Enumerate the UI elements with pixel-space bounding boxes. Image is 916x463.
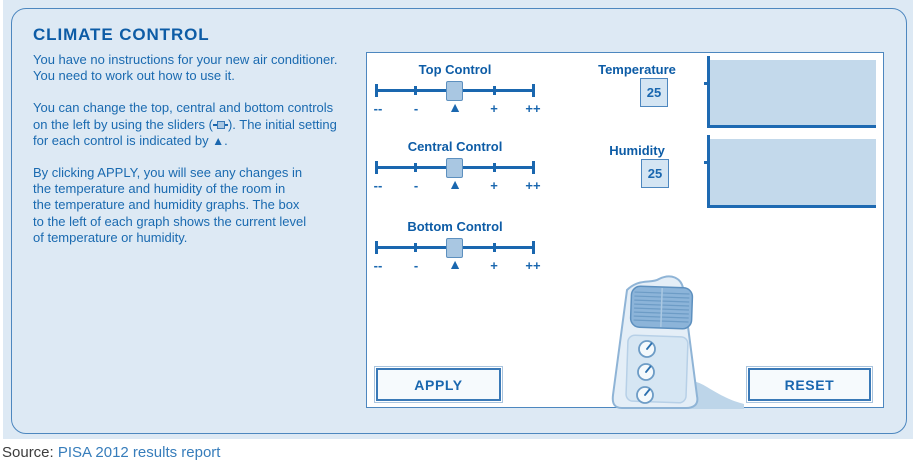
scale-label: -- (373, 258, 383, 273)
slider-scale-top: -- - ▲ + ++ (373, 99, 541, 116)
scale-label: ++ (525, 178, 541, 193)
source-line: Source: PISA 2012 results report (2, 444, 220, 461)
graph-axis-tick (704, 82, 710, 85)
scale-label: + (490, 101, 498, 116)
initial-setting-marker: ▲ (448, 176, 462, 192)
slider-label-top: Top Control (418, 62, 492, 77)
slider-tick (414, 162, 417, 172)
scale-label: + (490, 178, 498, 193)
slider-label-central: Central Control (407, 139, 503, 154)
scale-label: -- (373, 101, 383, 116)
slider-scale-central: -- - ▲ + ++ (373, 176, 541, 193)
slider-handle-bottom[interactable] (446, 237, 463, 258)
temperature-label: Temperature (598, 62, 676, 77)
slider-track-top[interactable] (375, 80, 535, 101)
unit-border-frame (11, 8, 907, 434)
paragraph-text: You can change the top, central and bott… (33, 100, 334, 132)
slider-scale-bottom: -- - ▲ + ++ (373, 256, 541, 273)
triangle-marker-icon: ▲ (212, 133, 225, 148)
paragraph-text: By clicking APPLY, you will see any chan… (33, 165, 307, 245)
air-conditioner-illustration (611, 275, 744, 409)
scale-label: ++ (525, 101, 541, 116)
scale-label: -- (373, 178, 383, 193)
slider-tick (414, 85, 417, 95)
graph-axis-tick (704, 161, 710, 164)
simulation-panel: Top Control -- - ▲ + ++ (366, 52, 884, 409)
paragraph-text: . (224, 132, 228, 148)
apply-button[interactable]: APPLY (374, 366, 503, 403)
scale-label: + (490, 258, 498, 273)
humidity-graph (704, 135, 876, 208)
ac-dial (636, 386, 654, 404)
humidity-label: Humidity (609, 143, 665, 158)
slider-label-bottom: Bottom Control (407, 219, 503, 234)
slider-icon (212, 121, 228, 130)
slider-handle-central[interactable] (446, 157, 463, 178)
page-title: CLIMATE CONTROL (33, 25, 210, 44)
slider-track-central[interactable] (375, 157, 535, 178)
source-prefix: Source: (2, 444, 58, 461)
reset-button[interactable]: RESET (746, 366, 873, 403)
climate-control-unit: CLIMATE CONTROL You have no instructions… (3, 0, 913, 439)
slider-tick (375, 160, 378, 174)
slider-handle-top[interactable] (446, 80, 463, 101)
slider-tick (532, 240, 535, 254)
temperature-value-box: 25 (640, 78, 668, 107)
instructions-paragraph-2: You can change the top, central and bott… (33, 100, 373, 149)
initial-setting-marker: ▲ (448, 99, 462, 115)
scale-label: - (413, 178, 419, 193)
slider-tick (493, 85, 496, 95)
slider-tick (375, 240, 378, 254)
initial-setting-marker: ▲ (448, 256, 462, 272)
instructions-paragraph-3: By clicking APPLY, you will see any chan… (33, 165, 373, 246)
ac-vent-grille (629, 285, 694, 330)
slider-group-bottom: Bottom Control -- - ▲ + ++ (373, 219, 541, 273)
slider-tick (532, 83, 535, 97)
paragraph-text: ). The initial setting for each control … (33, 116, 337, 148)
ac-front-panel (625, 334, 689, 404)
ac-dial (637, 363, 655, 381)
paragraph-text: You have no instructions for your new ai… (33, 52, 338, 84)
slider-tick (493, 162, 496, 172)
instructions-paragraph-1: You have no instructions for your new ai… (33, 52, 373, 84)
slider-group-central: Central Control -- - ▲ + ++ (373, 139, 541, 193)
slider-track-bottom[interactable] (375, 237, 535, 258)
slider-group-top: Top Control -- - ▲ + ++ (373, 62, 541, 116)
humidity-value-box: 25 (641, 159, 669, 188)
source-link[interactable]: PISA 2012 results report (57, 444, 221, 461)
ac-dial (638, 340, 656, 358)
instructions-text: You have no instructions for your new ai… (33, 52, 373, 262)
scale-label: - (413, 101, 419, 116)
scale-label: - (413, 258, 419, 273)
temperature-graph (704, 56, 876, 128)
scale-label: ++ (525, 258, 541, 273)
slider-tick (532, 160, 535, 174)
slider-tick (375, 83, 378, 97)
slider-tick (414, 242, 417, 252)
slider-tick (493, 242, 496, 252)
